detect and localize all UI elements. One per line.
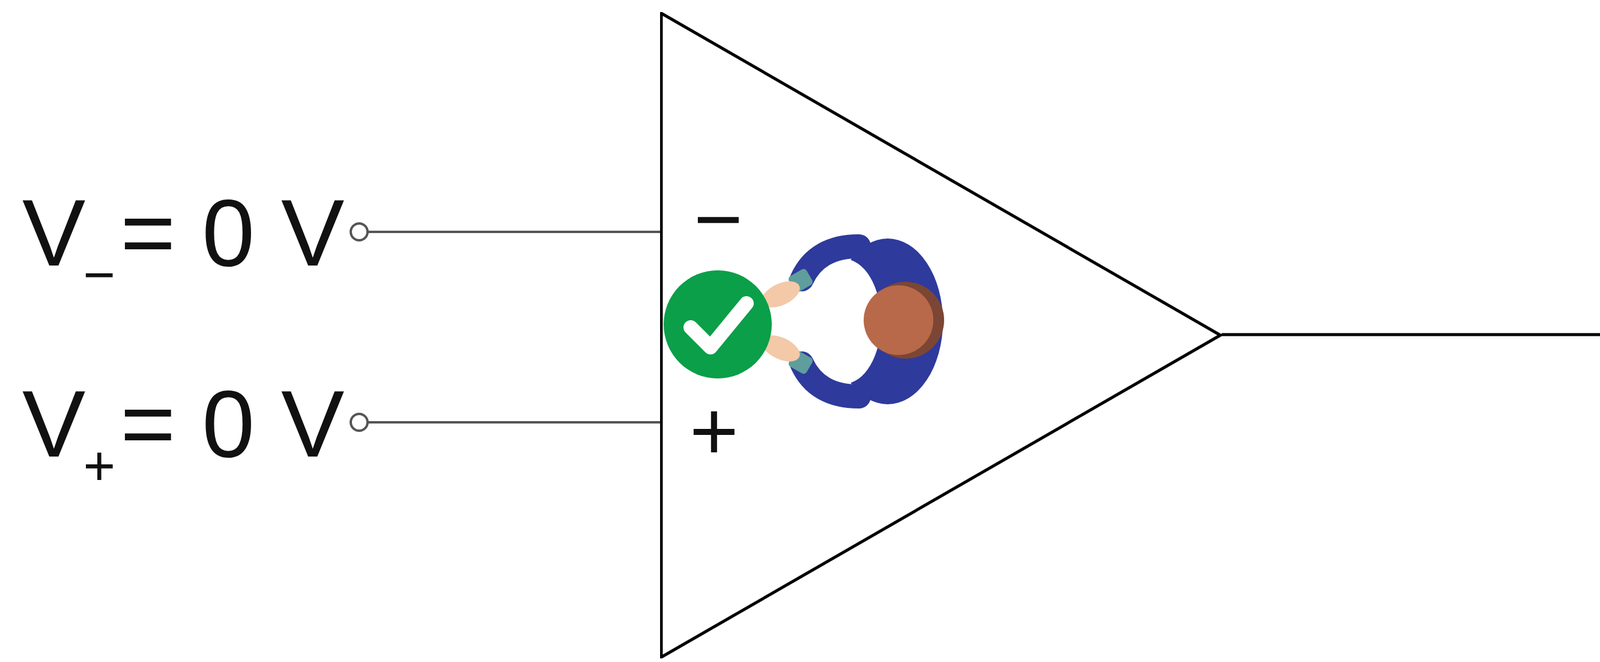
signal-subscript: + xyxy=(82,437,116,494)
input-polarity: + xyxy=(689,388,739,473)
terminal xyxy=(350,413,368,431)
signal-name: V xyxy=(22,375,86,471)
check-badge xyxy=(663,270,772,379)
output-wire xyxy=(1221,333,1600,337)
triangle-outline xyxy=(660,12,1222,659)
signal-subscript: − xyxy=(82,246,116,303)
input-wire xyxy=(367,230,661,234)
input-polarity: − xyxy=(693,177,743,262)
terminal xyxy=(350,223,368,241)
opamp-triangle: −+ xyxy=(660,12,1222,659)
signal-name: V xyxy=(22,184,86,280)
signal-value: = 0 V xyxy=(120,375,345,471)
signal-value: = 0 V xyxy=(120,184,345,280)
input-wire xyxy=(367,421,661,424)
person-figure xyxy=(757,238,945,405)
